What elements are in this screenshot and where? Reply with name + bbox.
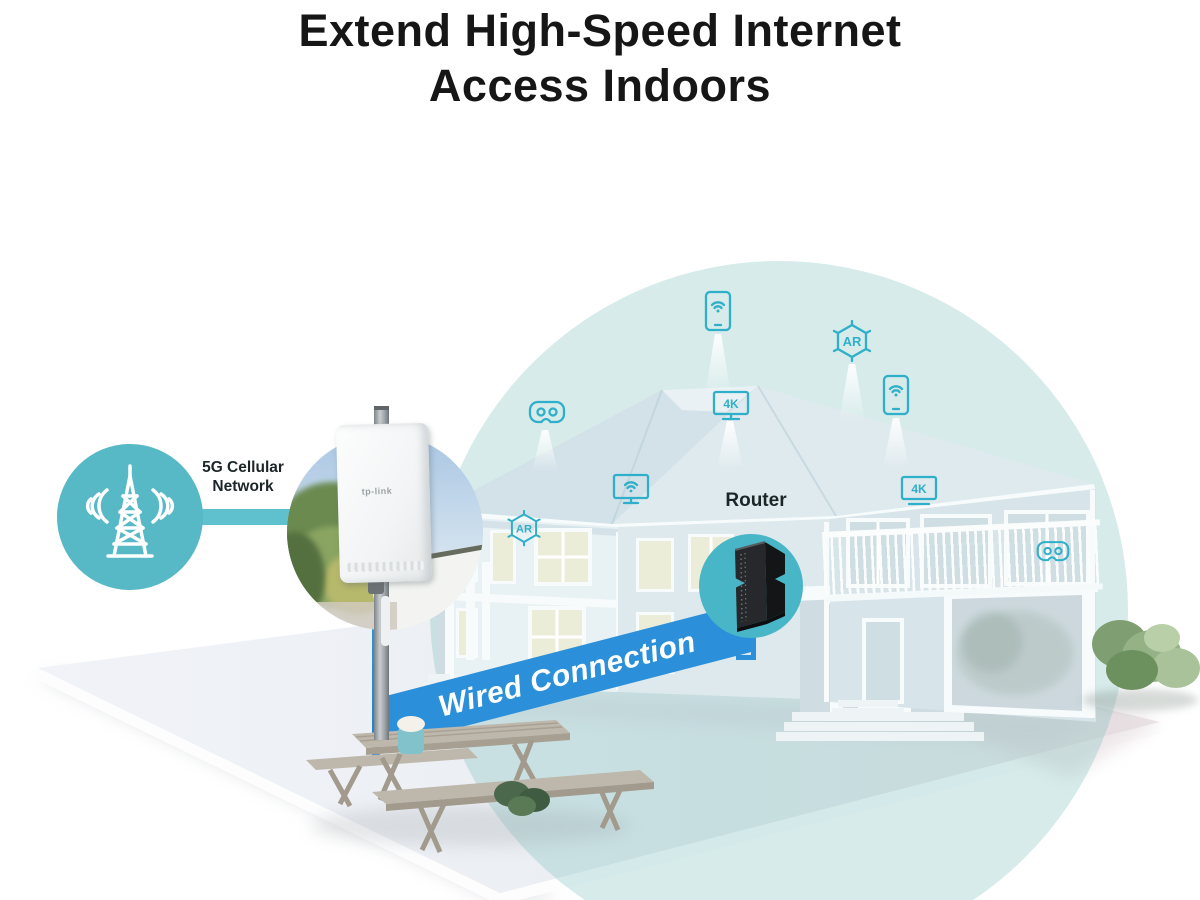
- wire-connector: [736, 655, 756, 660]
- tablet-wifi-icon: [882, 374, 910, 416]
- garage-door: [944, 588, 1090, 718]
- page-title-line1: Extend High-Speed Internet: [298, 5, 902, 56]
- svg-text:AR: AR: [843, 334, 862, 349]
- ar-icon: AR: [507, 510, 541, 547]
- cellular-network-label: 5G Cellular Network: [202, 459, 284, 496]
- svg-text:4K: 4K: [911, 482, 927, 496]
- tablet-wifi-icon: [704, 290, 732, 332]
- page-title-line2: Access Indoors: [428, 59, 772, 111]
- mount-pole-cap: [374, 406, 389, 412]
- brand-logo: tp-link: [361, 485, 393, 497]
- steps: [776, 712, 984, 741]
- steps: [832, 700, 904, 715]
- antenna-stub: [381, 596, 390, 646]
- table-shadow: [310, 806, 630, 846]
- table-lantern: [397, 716, 425, 754]
- page-title: Extend High-Speed Internet Access Indoor…: [0, 4, 1200, 114]
- outdoor-5g-unit: tp-link: [335, 422, 433, 584]
- router-label: Router: [725, 490, 787, 511]
- small-bush: [494, 781, 550, 816]
- right-bush: [1082, 620, 1200, 711]
- router-circle: [699, 534, 803, 638]
- ar-icon: AR: [832, 320, 872, 363]
- cell-tower-icon: [85, 464, 175, 558]
- cellular-network-circle: [57, 444, 203, 590]
- device-vent: [347, 560, 424, 572]
- svg-text:AR: AR: [516, 523, 532, 535]
- network-link-bar: [199, 509, 291, 525]
- router-device: [731, 541, 789, 632]
- 4k-display-icon: 4K: [712, 390, 750, 421]
- 4k-tv-icon: 4K: [900, 475, 938, 506]
- game-controller-icon: [1036, 541, 1070, 562]
- monitor-wifi-icon: [612, 473, 650, 505]
- porch-column: [482, 562, 490, 660]
- svg-text:4K: 4K: [723, 397, 739, 411]
- platform-side: [38, 668, 1160, 900]
- game-controller-icon: [528, 400, 566, 424]
